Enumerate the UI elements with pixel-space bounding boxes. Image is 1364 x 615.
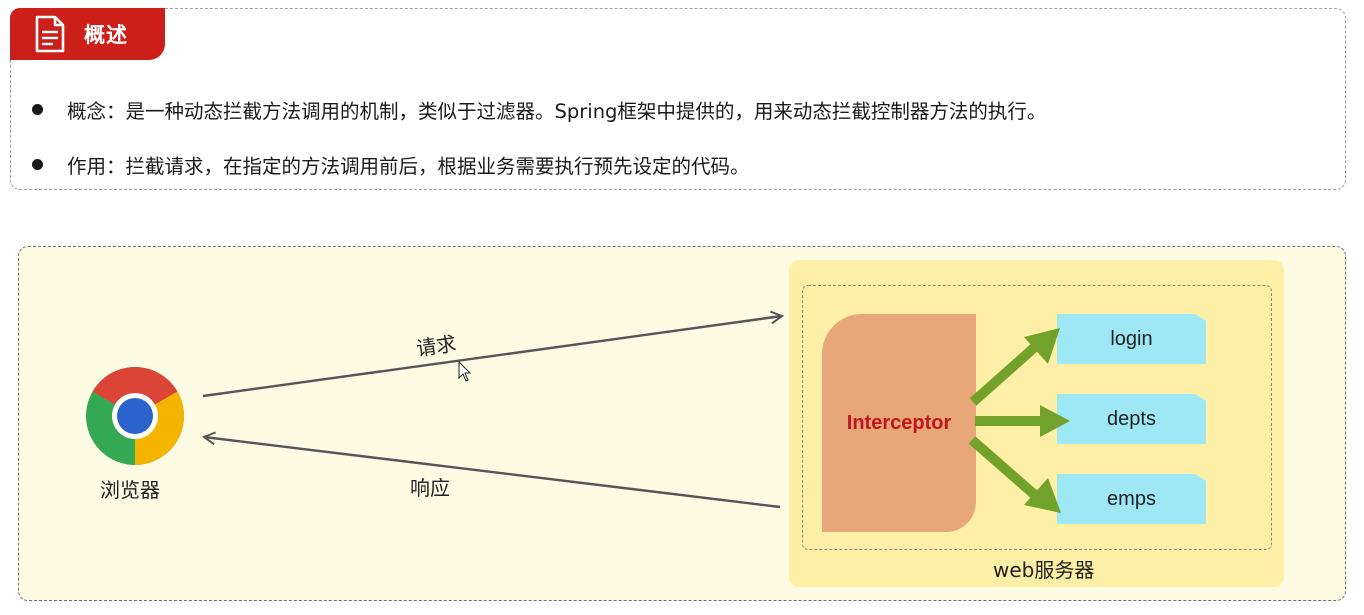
overview-panel — [10, 8, 1346, 190]
interceptor-block: Interceptor — [822, 314, 976, 532]
interceptor-to-login-arrow — [969, 328, 1060, 406]
overview-title: 概述 — [84, 23, 128, 47]
request-arrow — [202, 316, 782, 398]
request-label: 请求 — [414, 331, 458, 361]
web-server-inner-frame — [802, 285, 1272, 550]
interceptor-to-depts-arrow — [975, 405, 1070, 437]
interceptor-label: Interceptor — [846, 411, 952, 434]
web-server-label: web服务器 — [993, 558, 1095, 582]
interceptor-to-emps-arrow — [968, 436, 1061, 513]
bullet-concept: 概念：是一种动态拦截方法调用的机制，类似于过滤器。Spring框架中提供的，用来… — [32, 95, 1046, 124]
bullet-concept-text: 概念：是一种动态拦截方法调用的机制，类似于过滤器。Spring框架中提供的，用来… — [67, 100, 1047, 123]
bullet-dot — [32, 104, 43, 115]
bullet-dot — [32, 159, 43, 170]
endpoint-depts: depts — [1057, 394, 1206, 444]
bullet-purpose: 作用：拦截请求，在指定的方法调用前后，根据业务需要执行预先设定的代码。 — [32, 150, 750, 179]
endpoint-depts-label: depts — [1107, 407, 1156, 430]
endpoint-login-label: login — [1110, 327, 1153, 350]
mouse-cursor-icon — [458, 360, 472, 382]
endpoint-emps: emps — [1057, 474, 1206, 524]
response-arrow — [204, 437, 781, 509]
response-label: 响应 — [410, 476, 450, 500]
endpoint-emps-label: emps — [1107, 487, 1156, 510]
bullet-purpose-text: 作用：拦截请求，在指定的方法调用前后，根据业务需要执行预先设定的代码。 — [67, 155, 750, 178]
browser-label: 浏览器 — [100, 478, 160, 502]
chrome-icon — [86, 367, 184, 465]
overview-tag: 概述 — [10, 8, 165, 60]
document-icon — [35, 15, 65, 53]
endpoint-login: login — [1057, 314, 1206, 364]
